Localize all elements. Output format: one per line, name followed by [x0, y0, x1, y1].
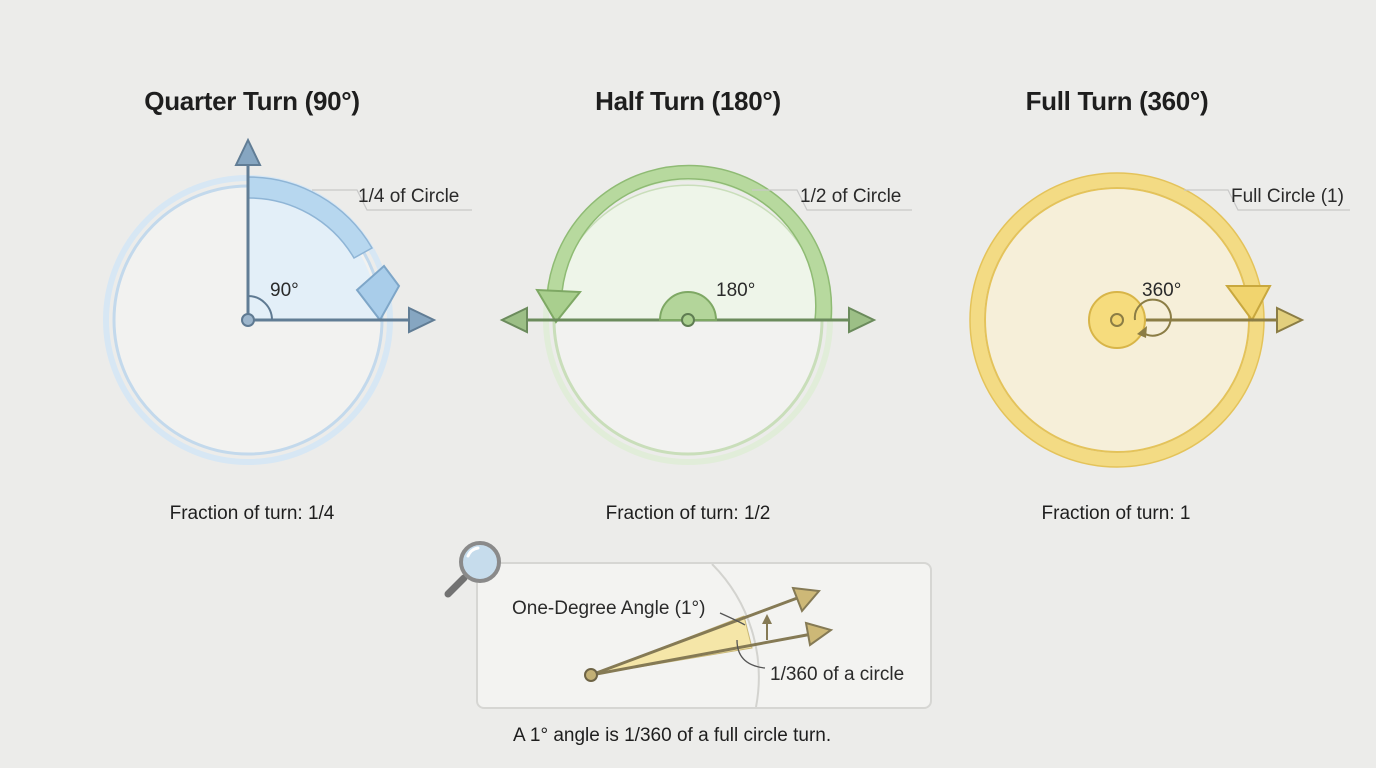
half-right-arrowhead	[848, 306, 877, 334]
one-degree-circle-edge	[711, 564, 760, 707]
quarter-angle-label: 90°	[270, 280, 299, 301]
half-left-arrowhead	[499, 306, 528, 334]
quarter-right-arrowhead	[408, 306, 437, 334]
half-turn-title: Half Turn (180°)	[595, 86, 781, 116]
one-degree-sweep-arrowhead	[762, 614, 772, 624]
half-leader-line	[752, 189, 912, 211]
quarter-leader-line	[312, 189, 472, 211]
one-degree-upper-ray	[590, 595, 801, 677]
one-degree-fraction-label: 1/360 of a circle	[770, 664, 904, 685]
full-angle-label: 360°	[1142, 280, 1181, 301]
one-degree-label-leader	[719, 612, 746, 626]
quarter-turn-caption: Fraction of turn: 1/4	[169, 503, 335, 524]
full-arc-label: Full Circle (1)	[1231, 186, 1344, 207]
full-arc-arrowhead	[1225, 285, 1272, 322]
full-leader-line	[1184, 189, 1350, 211]
full-vertex	[1110, 313, 1124, 327]
full-rotation-mark	[1133, 298, 1172, 337]
full-turn-diagram: Full Circle (1) 360°	[969, 172, 1350, 468]
one-degree-detail-box	[476, 562, 932, 709]
half-turn-caption: Fraction of turn: 1/2	[605, 503, 771, 524]
one-degree-footnote: A 1° angle is 1/360 of a full circle tur…	[513, 725, 832, 746]
half-angle-mark	[658, 291, 718, 321]
full-rotation-arrowhead	[1137, 326, 1147, 338]
magnifier-icon	[444, 541, 501, 598]
one-degree-angle-label: One-Degree Angle (1°)	[512, 598, 705, 619]
quarter-sector	[248, 190, 378, 320]
quarter-vertex	[241, 313, 255, 327]
half-vertex	[681, 313, 695, 327]
full-turn-title: Full Turn (360°)	[1025, 86, 1209, 116]
full-turn-caption: Fraction of turn: 1	[1041, 503, 1191, 524]
half-arc-arrowhead	[535, 288, 583, 324]
one-degree-vertex	[584, 668, 598, 682]
half-sector	[554, 186, 822, 320]
one-degree-fraction-leader	[736, 639, 766, 669]
half-arc-label: 1/2 of Circle	[800, 186, 901, 207]
one-degree-lower-arrowhead	[804, 621, 834, 647]
quarter-turn-title: Quarter Turn (90°)	[144, 86, 360, 116]
quarter-angle-mark	[247, 295, 273, 321]
one-degree-lower-ray	[590, 632, 813, 677]
full-right-arrowhead	[1276, 306, 1305, 334]
quarter-turn-diagram: 1/4 of Circle 90°	[103, 137, 472, 465]
quarter-arc-label: 1/4 of Circle	[358, 186, 459, 207]
half-turn-diagram: 1/2 of Circle 180°	[499, 164, 912, 465]
one-degree-diagram: One-Degree Angle (1°) 1/360 of a circle	[512, 564, 904, 707]
one-degree-upper-arrowhead	[791, 586, 821, 613]
half-angle-label: 180°	[716, 280, 755, 301]
quarter-up-arrowhead	[234, 137, 262, 166]
quarter-arc-band	[247, 176, 374, 260]
